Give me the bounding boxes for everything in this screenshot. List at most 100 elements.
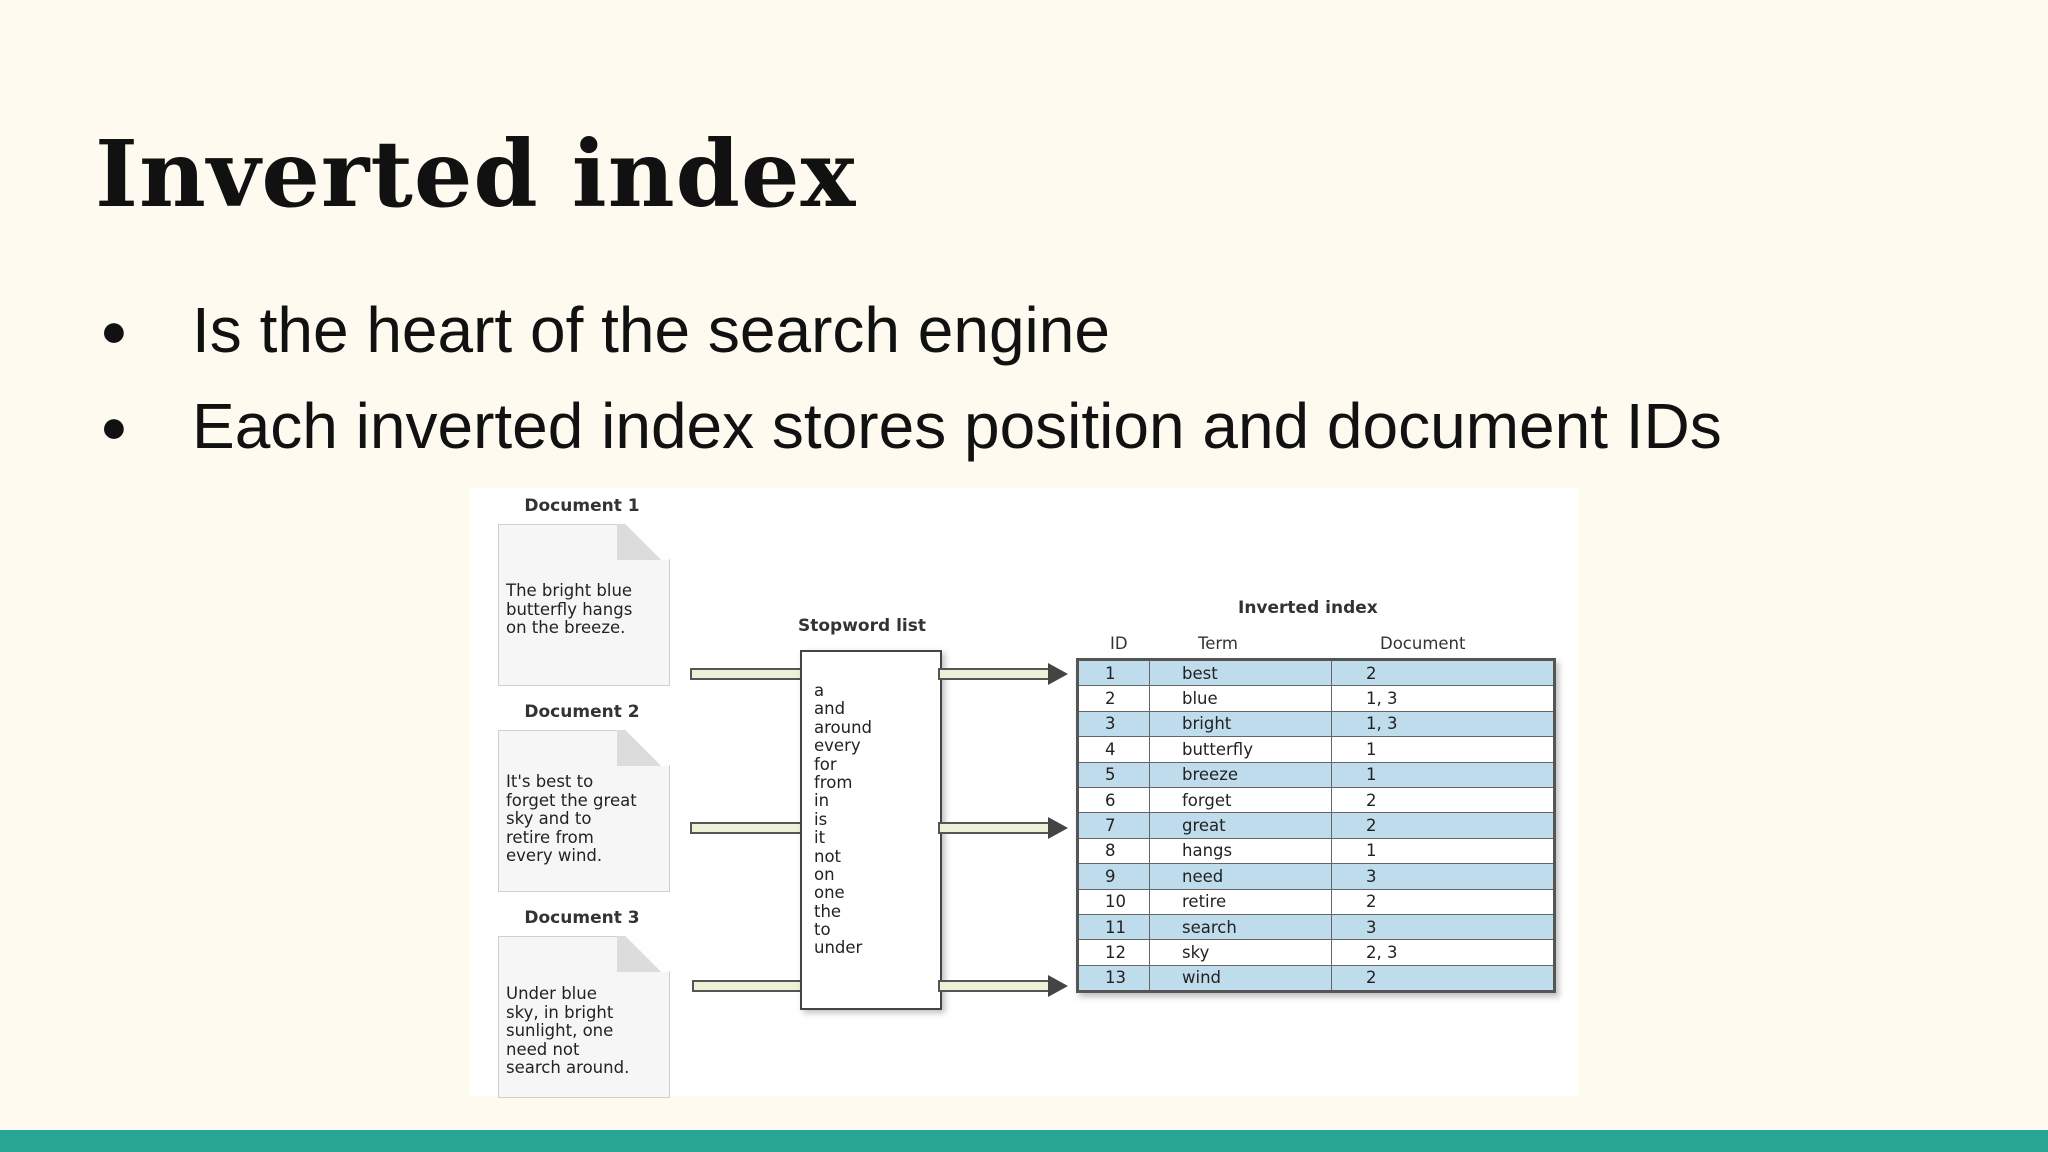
cell-term: need: [1149, 863, 1332, 890]
stopword: one: [814, 883, 845, 903]
stopword: every: [814, 736, 861, 756]
stopword: around: [814, 717, 873, 737]
document-3-title: Document 3: [524, 908, 640, 928]
cell-id: 1: [1077, 658, 1150, 687]
cell-id: 7: [1077, 812, 1150, 839]
cell-term: breeze: [1149, 761, 1332, 788]
cell-id: 5: [1077, 761, 1150, 788]
cell-document: 2: [1331, 888, 1555, 915]
cell-document: 3: [1331, 913, 1555, 941]
bullet-list: ● Is the heart of the search engine ● Ea…: [100, 282, 1722, 474]
stopword: on: [814, 864, 835, 884]
bullet-item: ● Is the heart of the search engine: [100, 282, 1722, 378]
document-1-title: Document 1: [524, 496, 640, 516]
cell-document: 2: [1331, 812, 1555, 839]
cell-id: 10: [1077, 888, 1150, 915]
arrow-shaft: [692, 980, 802, 992]
cell-term: retire: [1149, 888, 1332, 915]
cell-document: 2: [1331, 658, 1555, 687]
stopword: from: [814, 772, 853, 792]
cell-term: butterfly: [1149, 736, 1332, 763]
column-header-document: Document: [1380, 634, 1466, 653]
cell-document: 1: [1331, 761, 1555, 788]
footer-accent-bar: [0, 1130, 2048, 1152]
stopword: in: [814, 791, 830, 811]
arrow-head-icon: [1048, 817, 1068, 839]
cell-id: 8: [1077, 837, 1150, 865]
arrow-head-icon: [1048, 975, 1068, 997]
stopword: and: [814, 699, 846, 719]
cell-term: blue: [1149, 685, 1332, 712]
arrow-shaft: [690, 668, 802, 680]
slide-title: Inverted index: [95, 120, 857, 228]
cell-id: 2: [1077, 685, 1150, 712]
document-2-title: Document 2: [524, 702, 640, 722]
bullet-dot-icon: ●: [100, 304, 128, 356]
stopword: under: [814, 938, 863, 958]
arrow-shaft: [938, 822, 1050, 834]
bullet-dot-icon: ●: [100, 400, 128, 452]
cell-term: search: [1149, 913, 1332, 941]
stopword-list: a and around every for from in is it not…: [814, 681, 873, 958]
inverted-index-diagram: Document 1 The bright blue butterfly han…: [470, 488, 1578, 1098]
arrow-shaft: [690, 822, 802, 834]
cell-term: sky: [1149, 939, 1332, 966]
cell-id: 6: [1077, 786, 1150, 814]
stopword-list-title: Stopword list: [798, 616, 926, 636]
document-1-text: The bright blue butterfly hangs on the b…: [506, 581, 633, 637]
cell-id: 11: [1077, 913, 1150, 941]
cell-term: best: [1149, 658, 1332, 687]
cell-id: 9: [1077, 863, 1150, 890]
stopword: is: [814, 809, 828, 829]
page-fold-icon: [617, 936, 669, 972]
stopword: a: [814, 681, 825, 700]
stopword: for: [814, 754, 837, 774]
cell-term: hangs: [1149, 837, 1332, 865]
document-2-text: It's best to forget the great sky and to…: [506, 772, 637, 865]
cell-id: 12: [1077, 939, 1150, 966]
bullet-item: ● Each inverted index stores position an…: [100, 378, 1722, 474]
bullet-text: Is the heart of the search engine: [192, 294, 1110, 366]
arrow-head-icon: [1048, 663, 1068, 685]
arrow-shaft: [938, 668, 1050, 680]
cell-document: 1, 3: [1331, 685, 1555, 712]
cell-document: 2: [1331, 964, 1555, 993]
cell-term: bright: [1149, 710, 1332, 738]
column-header-id: ID: [1110, 634, 1128, 653]
bullet-text: Each inverted index stores position and …: [192, 390, 1722, 462]
cell-document: 3: [1331, 863, 1555, 890]
stopword: not: [814, 846, 842, 866]
column-header-term: Term: [1198, 634, 1238, 653]
stopword: it: [814, 828, 826, 848]
cell-id: 4: [1077, 736, 1150, 763]
cell-id: 13: [1077, 964, 1150, 993]
arrow-shaft: [938, 980, 1050, 992]
page-fold-icon: [617, 730, 669, 766]
stopword: the: [814, 901, 842, 921]
page-fold-icon: [617, 524, 669, 560]
cell-document: 1: [1331, 736, 1555, 763]
cell-document: 2, 3: [1331, 939, 1555, 966]
cell-document: 2: [1331, 786, 1555, 814]
document-3-text: Under blue sky, in bright sunlight, one …: [506, 984, 630, 1077]
stopword: to: [814, 920, 831, 940]
cell-id: 3: [1077, 710, 1150, 738]
inverted-index-title: Inverted index: [1238, 598, 1378, 618]
cell-document: 1, 3: [1331, 710, 1555, 738]
cell-term: forget: [1149, 786, 1332, 814]
cell-term: wind: [1149, 964, 1332, 993]
